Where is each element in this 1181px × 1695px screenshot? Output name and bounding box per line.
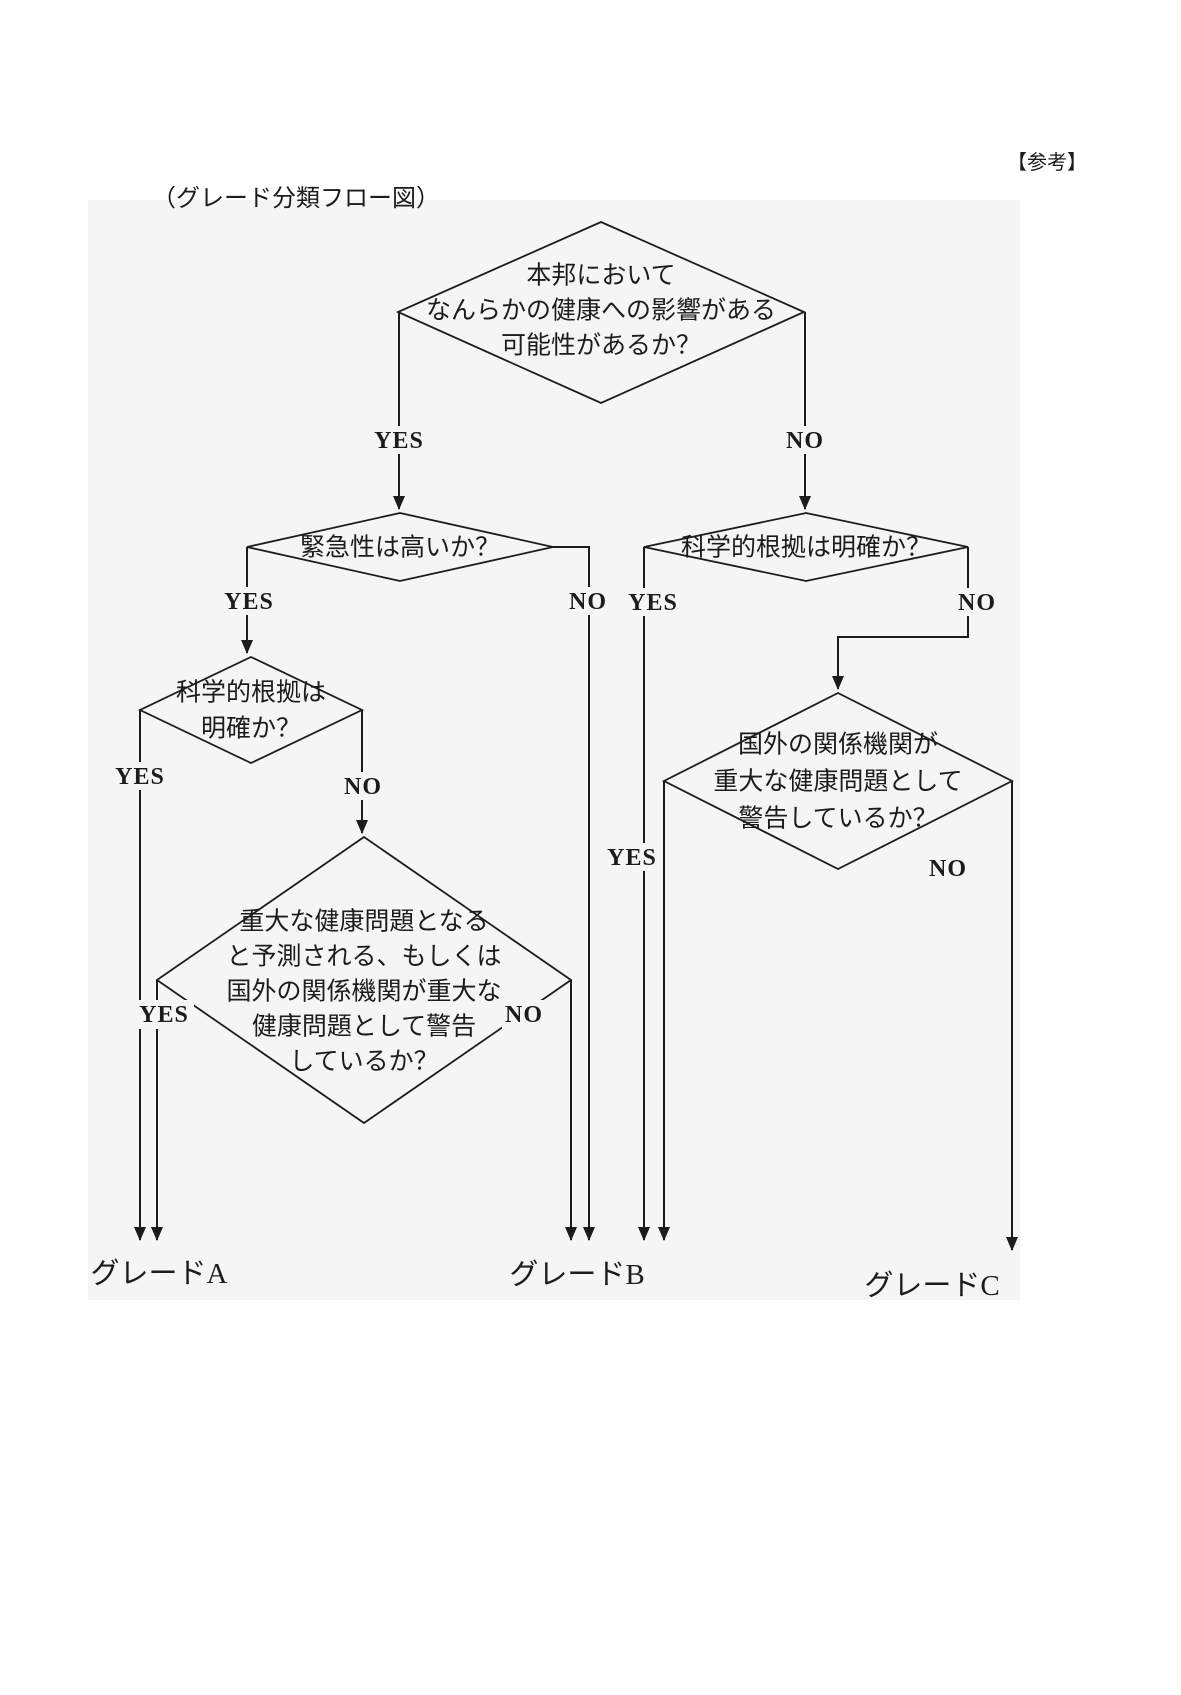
reference-tag: 【参考】 — [1007, 151, 1087, 174]
node-q6-text-line: 重大な健康問題として — [713, 768, 962, 796]
decision-node-serious-problem: 重大な健康問題となる と予測される、もしくは 国外の関係機関が重大な 健康問題と… — [155, 835, 573, 1125]
edge-label-q3-yes: YES — [111, 762, 169, 790]
edge-label-q4-yes: YES — [134, 1000, 194, 1029]
edge-label-text: NO — [569, 589, 607, 615]
edge-label-q2-yes: YES — [220, 587, 278, 615]
edge-label-bg — [502, 1000, 546, 1029]
node-q2-text-line: 緊急性は高いか？ — [300, 534, 500, 562]
edge-label-bg — [341, 772, 385, 800]
node-q3-text-line: 明確か？ — [201, 715, 301, 743]
edge-label-bg — [624, 588, 682, 616]
node-q3-text-line: 科学的根拠は — [176, 679, 326, 707]
edge-label-text: NO — [344, 774, 382, 800]
grade-a-label: グレードA — [91, 1257, 228, 1290]
decision-node-foreign-warning: 国外の関係機関が 重大な健康問題として 警告しているか？ — [662, 691, 1014, 871]
edge-label-text: NO — [958, 590, 996, 616]
edge-label-q3-no: NO — [341, 772, 385, 800]
edge-label-bg — [111, 762, 169, 790]
edge-label-text: YES — [374, 428, 424, 454]
edge-label-text: NO — [929, 856, 967, 882]
edge-label-bg — [783, 426, 827, 454]
edge-label-q6-no: NO — [926, 854, 970, 882]
edge-label-q1-no: NO — [783, 426, 827, 454]
edge-label-q5-no: NO — [955, 588, 999, 616]
node-q1-text-line: 本邦において — [526, 262, 675, 290]
edge-label-q6-yes: YES — [603, 843, 661, 871]
decision-node-evidence-right: 科学的根拠は明確か？ — [643, 512, 969, 582]
node-q5-text-line: 科学的根拠は明確か？ — [681, 534, 931, 562]
grade-b-label: グレードB — [509, 1258, 644, 1291]
decision-node-health-impact: 本邦において なんらかの健康への影響がある 可能性があるか？ — [395, 221, 807, 404]
node-q4-text-line: と予測される、もしくは — [226, 943, 501, 971]
edge-label-text: YES — [628, 590, 678, 616]
node-q4-text-line: 健康問題として警告 — [252, 1013, 476, 1041]
edge-label-q5-yes: YES — [624, 588, 682, 616]
node-q6-shape — [662, 691, 1014, 871]
grade-c-label: グレードC — [864, 1269, 999, 1302]
decision-node-evidence-left: 科学的根拠は 明確か？ — [137, 656, 365, 764]
diagram-title: （グレード分類フロー図） — [152, 185, 440, 212]
node-q6-text-line: 国外の関係機関が — [738, 731, 938, 759]
node-q6-text-line: 警告しているか？ — [738, 805, 937, 833]
edge-label-q2-no: NO — [566, 587, 610, 615]
edge-label-bg — [220, 587, 278, 615]
edge-label-text: YES — [224, 589, 274, 615]
decision-node-urgency: 緊急性は高いか？ — [246, 512, 554, 582]
node-q1-text-line: なんらかの健康への影響がある — [426, 297, 776, 325]
edge-label-bg — [926, 854, 970, 882]
node-q4-text-line: 国外の関係機関が重大な — [226, 978, 501, 1006]
edge-label-text: YES — [139, 1002, 189, 1028]
edge-label-q1-yes: YES — [370, 426, 428, 454]
node-q3-shape — [137, 656, 365, 764]
node-q1-shape — [395, 221, 807, 404]
node-q4-shape — [155, 835, 573, 1125]
edge-label-bg — [566, 587, 610, 615]
edge-label-bg — [603, 843, 661, 871]
edge-label-text: YES — [115, 764, 165, 790]
node-q4-text-line: しているか？ — [289, 1049, 438, 1076]
node-q5-shape — [643, 512, 969, 582]
edge-q2-no-connector — [553, 546, 595, 1241]
edge-label-q4-no: NO — [502, 1000, 546, 1029]
node-q2-shape — [246, 512, 554, 582]
edge-label-bg — [134, 1000, 194, 1029]
edge-label-text: NO — [786, 428, 824, 454]
node-q4-text-line: 重大な健康問題となる — [239, 908, 488, 936]
edge-label-bg — [370, 426, 428, 454]
node-q1-text-line: 可能性があるか？ — [501, 332, 701, 360]
edge-label-text: NO — [505, 1002, 543, 1028]
edge-label-text: YES — [607, 845, 657, 871]
edge-label-bg — [955, 588, 999, 616]
